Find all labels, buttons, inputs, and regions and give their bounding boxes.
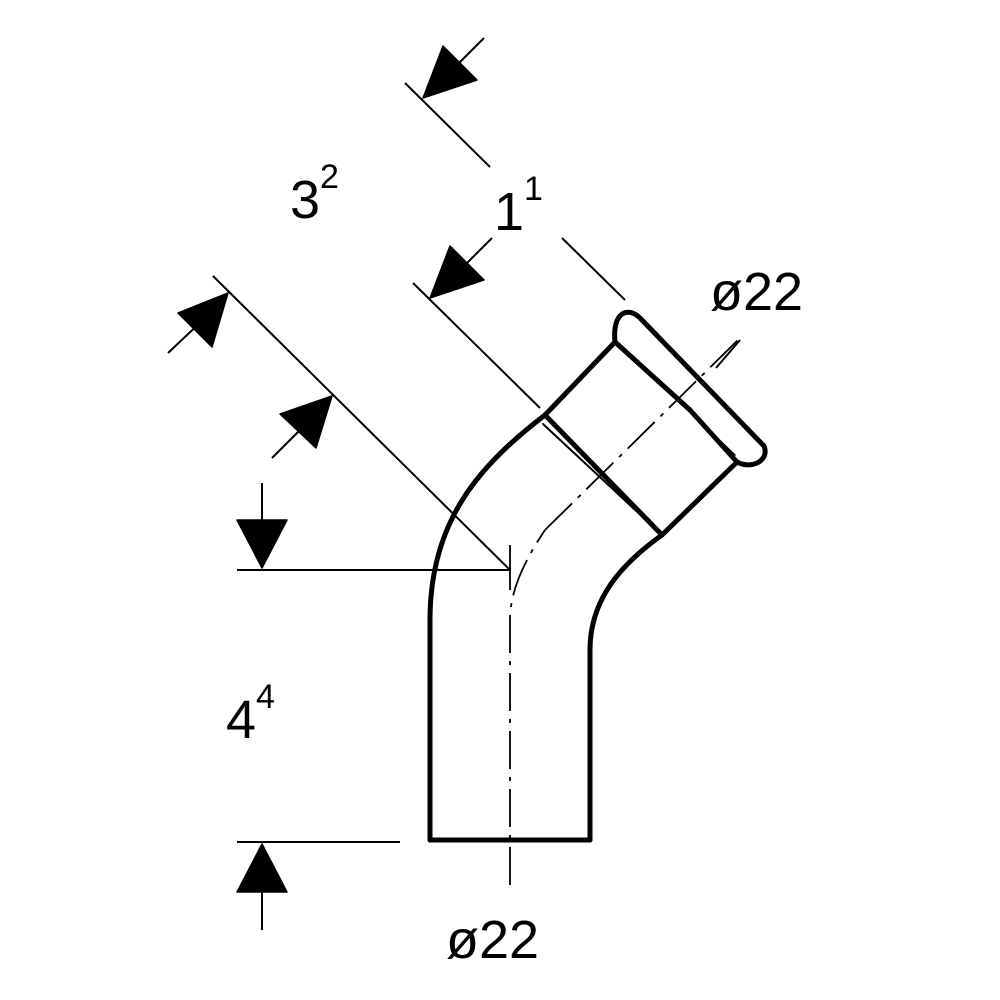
dim-3-base: 3: [290, 170, 320, 230]
extension-lines: [167, 37, 741, 930]
ext-line-diagonal-socket: [412, 282, 541, 409]
dim-3-sup: 2: [320, 158, 339, 196]
center-lines: [509, 337, 741, 885]
dim-1-sup: 1: [524, 170, 543, 208]
dim-4-base: 4: [226, 690, 256, 750]
arrow-dim4-top-icon: [236, 519, 288, 569]
arrow-dim3-lower-icon: [279, 395, 333, 449]
arrow-dim4-bottom-icon: [236, 843, 288, 893]
ext-line-diagonal-right: [561, 237, 626, 301]
arrow-dim1-lower-icon: [429, 245, 485, 299]
socket-collar: [542, 309, 768, 468]
diameter-top-label: ø22: [710, 262, 803, 322]
ext-line-diagonal-top: [404, 82, 491, 168]
angled-centerline: [544, 337, 741, 531]
arrow-dim3-upper-icon: [177, 292, 229, 348]
vertical-centerline: [509, 529, 546, 885]
dim-4-sup: 4: [256, 678, 275, 716]
dim-4-label: 44: [226, 678, 275, 750]
ext-line-diagonal-center: [212, 275, 511, 571]
dim-3-label: 32: [290, 158, 339, 230]
socket-ring-line-2: [602, 474, 651, 521]
diameter-bottom-label: ø22: [446, 910, 539, 970]
socket-ring-line-1: [542, 423, 663, 536]
pipe-outer-wall: [427, 412, 548, 843]
dim-1-label: 11: [494, 170, 543, 242]
pipe-inner-wall: [587, 532, 665, 843]
arrow-dim1-top-icon: [422, 45, 478, 99]
dimension-labels: 11 32 44 ø22 ø22: [226, 158, 803, 970]
pipe-body: [427, 309, 768, 843]
arrowheads: [177, 45, 485, 893]
leader-diameter-top: [715, 339, 741, 369]
dim-1-base: 1: [494, 182, 524, 242]
